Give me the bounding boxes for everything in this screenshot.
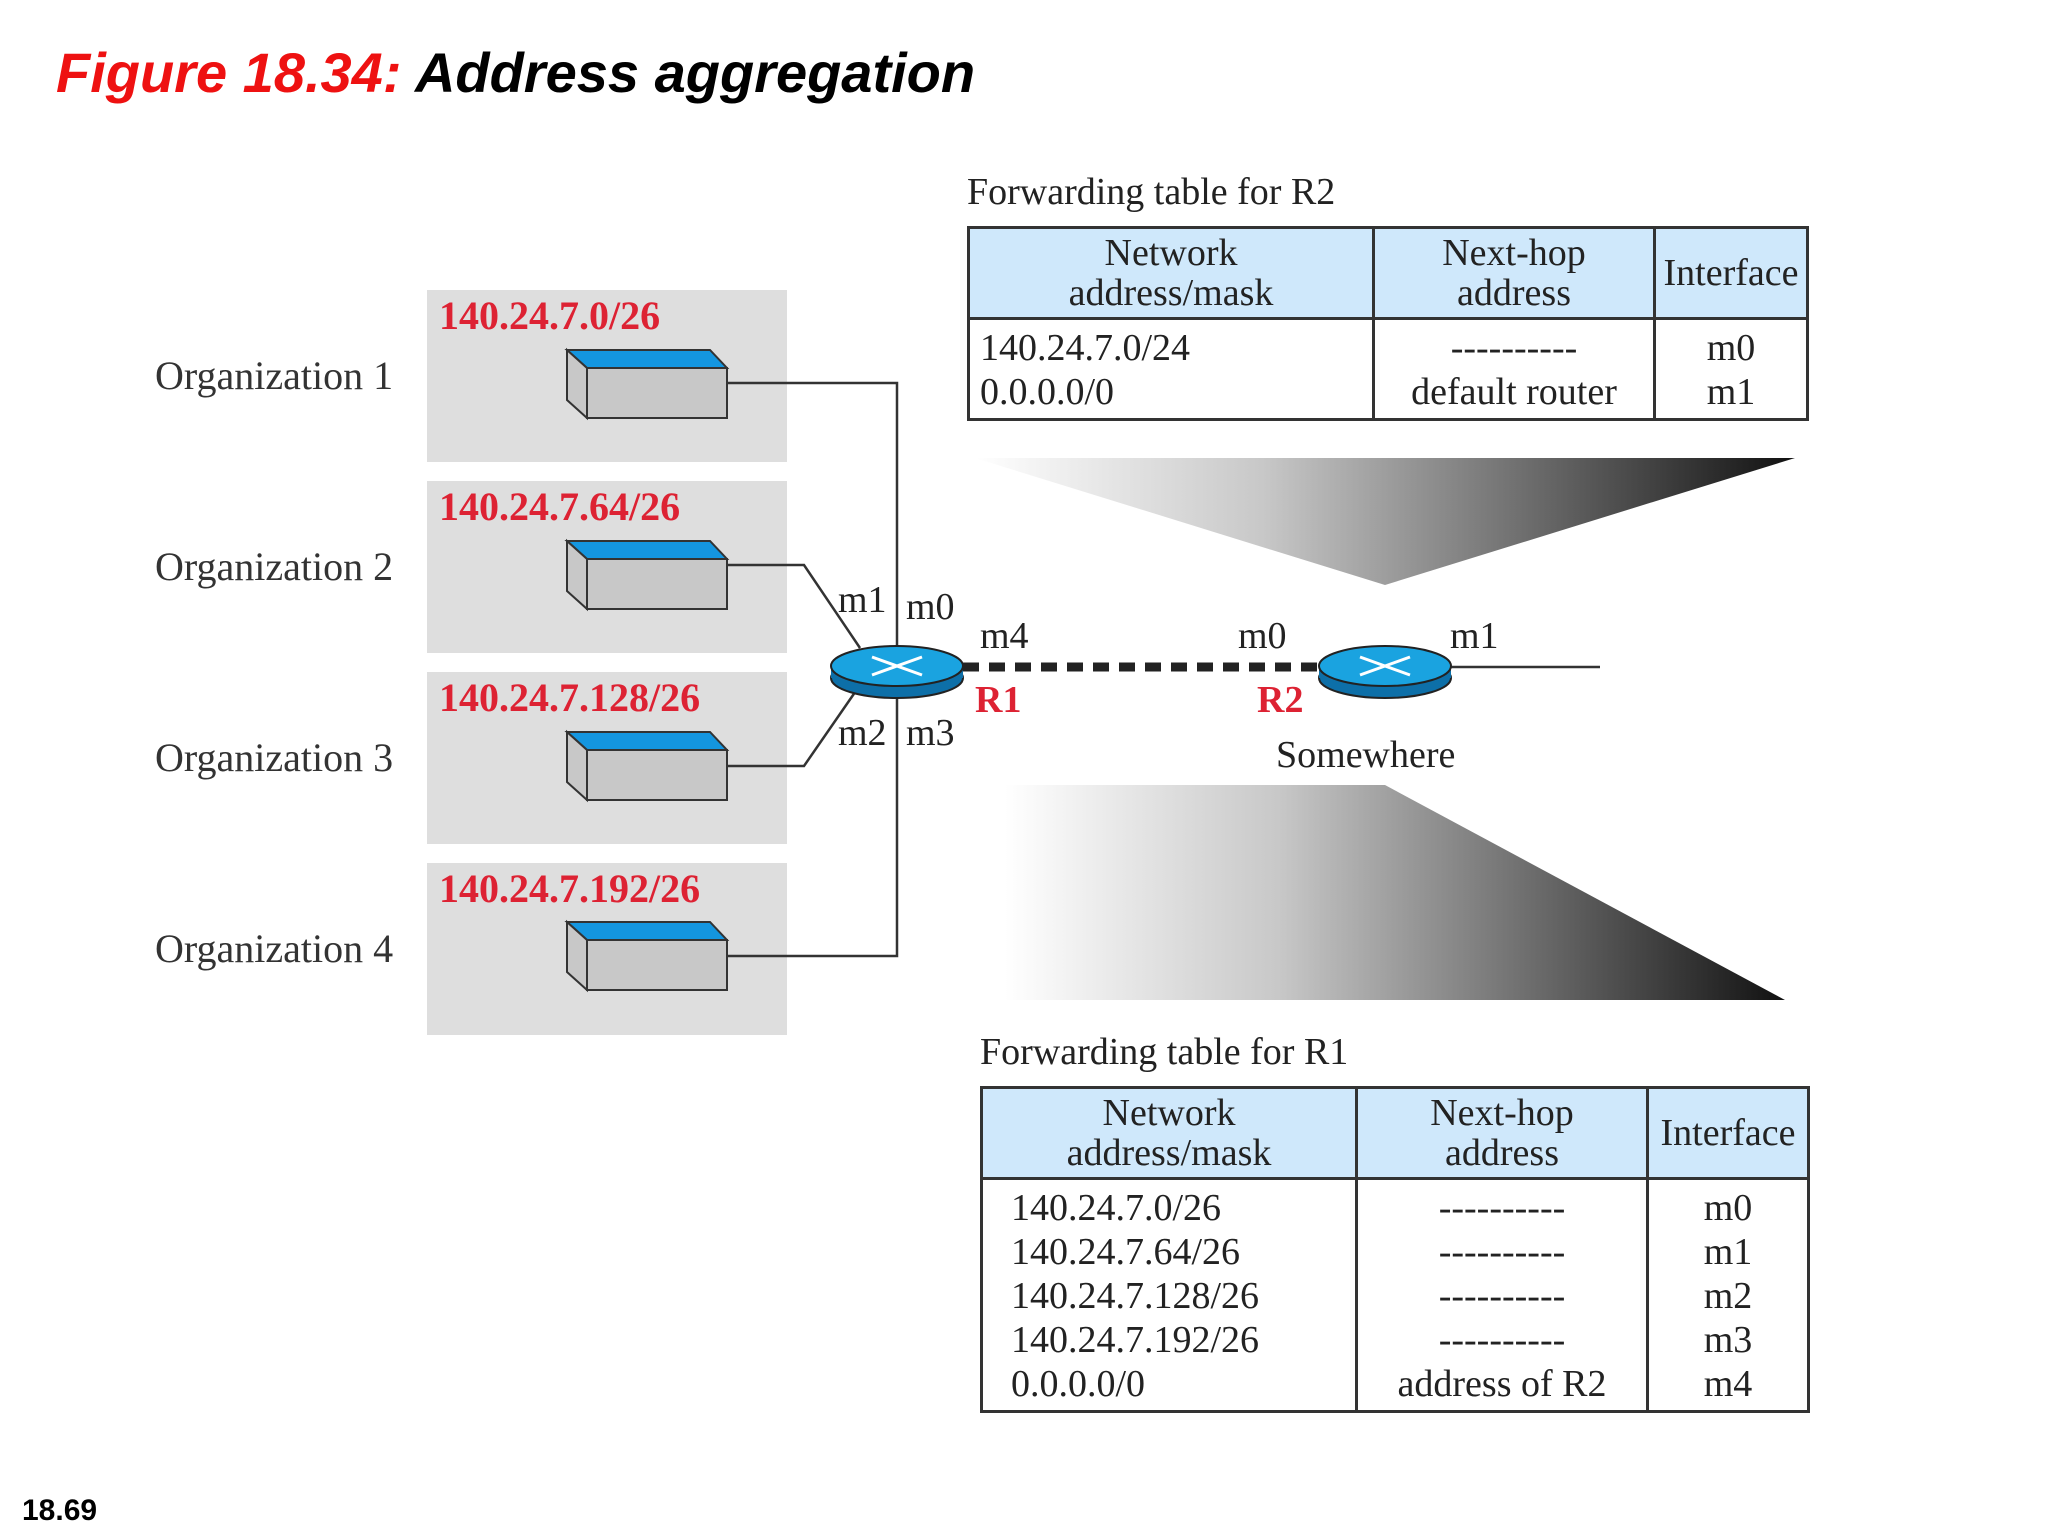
r1-row-1-interface: m0 [1646, 1178, 1810, 1230]
table-row: 140.24.7.0/26 ---------- m0 [980, 1178, 1810, 1230]
r2-header-interface: Interface [1653, 226, 1809, 320]
table-row: 0.0.0.0/0 default router m1 [967, 370, 1809, 420]
r1-header-network-text: Network address/mask [1066, 1092, 1272, 1174]
r2-header-nexthop-text: Next-hop address [1442, 232, 1586, 314]
r2-table-wedge [975, 458, 1795, 585]
table-row: 140.24.7.64/26 ---------- m1 [980, 1230, 1810, 1274]
r1-row-2-nexthop: ---------- [1355, 1230, 1649, 1274]
table-row: 0.0.0.0/0 address of R2 m4 [980, 1362, 1810, 1412]
figure-caption: Address aggregation [401, 41, 976, 104]
r1-row-2-network: 140.24.7.64/26 [980, 1230, 1358, 1274]
table-row: 140.24.7.128/26 ---------- m2 [980, 1274, 1810, 1318]
r1-header-network: Network address/mask [980, 1086, 1358, 1180]
org-1-label: Organization 1 [155, 353, 394, 398]
org-3-label: Organization 3 [155, 735, 394, 780]
r2-row-2-network: 0.0.0.0/0 [967, 370, 1375, 420]
r2-header-network-text: Network address/mask [1068, 232, 1274, 314]
figure-number: Figure 18.34: [56, 41, 402, 104]
org-1-host-icon [564, 347, 730, 421]
r1-row-4-interface: m3 [1646, 1318, 1810, 1362]
r2-row-1-interface: m0 [1653, 318, 1809, 370]
r1-row-5-nexthop: address of R2 [1355, 1362, 1649, 1412]
r1-forwarding-table: Network address/mask Next-hop address In… [980, 1086, 1810, 1413]
r1-table-caption: Forwarding table for R1 [980, 1031, 1349, 1073]
link-org-2 [727, 563, 862, 649]
org-2-host-icon [564, 538, 730, 612]
slide-number: 18.69 [22, 1494, 98, 1527]
r1-row-4-network: 140.24.7.192/26 [980, 1318, 1358, 1362]
org-4-address: 140.24.7.192/26 [439, 866, 701, 911]
link-org-3 [727, 684, 862, 768]
router-r1-label: R1 [975, 679, 1021, 721]
table-row: 140.24.7.0/24 ---------- m0 [967, 318, 1809, 370]
r1-row-3-interface: m2 [1646, 1274, 1810, 1318]
r2-location-label: Somewhere [1276, 734, 1455, 776]
r2-header-nexthop: Next-hop address [1372, 226, 1656, 320]
r2-row-1-network: 140.24.7.0/24 [967, 318, 1375, 370]
r2-header-network: Network address/mask [967, 226, 1375, 320]
org-4-host-icon [564, 919, 730, 993]
table-row: 140.24.7.192/26 ---------- m3 [980, 1318, 1810, 1362]
r1-header-nexthop: Next-hop address [1355, 1086, 1649, 1180]
r1-row-1-nexthop: ---------- [1355, 1178, 1649, 1230]
figure-title: Figure 18.34: Address aggregation [56, 40, 975, 105]
r1-row-5-interface: m4 [1646, 1362, 1810, 1412]
r2-row-2-nexthop: default router [1372, 370, 1656, 420]
link-org-1 [727, 381, 899, 648]
r2-row-1-nexthop: ---------- [1372, 318, 1656, 370]
r1-row-3-network: 140.24.7.128/26 [980, 1274, 1358, 1318]
r1-interface-m3: m3 [906, 712, 955, 754]
r1-interface-m4: m4 [980, 615, 1029, 657]
link-org-4 [727, 685, 899, 958]
router-r1-icon [830, 645, 964, 699]
org-1-address: 140.24.7.0/26 [439, 293, 661, 338]
r1-row-5-network: 0.0.0.0/0 [980, 1362, 1358, 1412]
r2-forwarding-table: Network address/mask Next-hop address In… [967, 226, 1809, 421]
r1-row-1-network: 140.24.7.0/26 [980, 1178, 1358, 1230]
r1-header-interface-text: Interface [1660, 1112, 1796, 1154]
r1-interface-m1: m1 [838, 579, 887, 621]
org-4-label: Organization 4 [155, 926, 394, 971]
r2-row-2-interface: m1 [1653, 370, 1809, 420]
r1-header-interface: Interface [1646, 1086, 1810, 1180]
r1-row-3-nexthop: ---------- [1355, 1274, 1649, 1318]
r1-table-wedge [1005, 785, 1785, 1000]
org-3-address: 140.24.7.128/26 [439, 675, 701, 720]
r1-header-nexthop-text: Next-hop address [1430, 1092, 1574, 1174]
router-r2-icon [1318, 645, 1452, 699]
r2-interface-m0: m0 [1238, 615, 1287, 657]
org-3-host-icon [564, 729, 730, 803]
r2-interface-m1: m1 [1450, 615, 1499, 657]
r1-interface-m2: m2 [838, 712, 887, 754]
r1-row-4-nexthop: ---------- [1355, 1318, 1649, 1362]
router-r2-label: R2 [1257, 679, 1303, 721]
org-2-address: 140.24.7.64/26 [439, 484, 681, 529]
org-2-label: Organization 2 [155, 544, 394, 589]
r2-header-interface-text: Interface [1663, 252, 1799, 294]
r1-row-2-interface: m1 [1646, 1230, 1810, 1274]
r2-table-caption: Forwarding table for R2 [967, 171, 1336, 213]
r1-interface-m0: m0 [906, 586, 955, 628]
